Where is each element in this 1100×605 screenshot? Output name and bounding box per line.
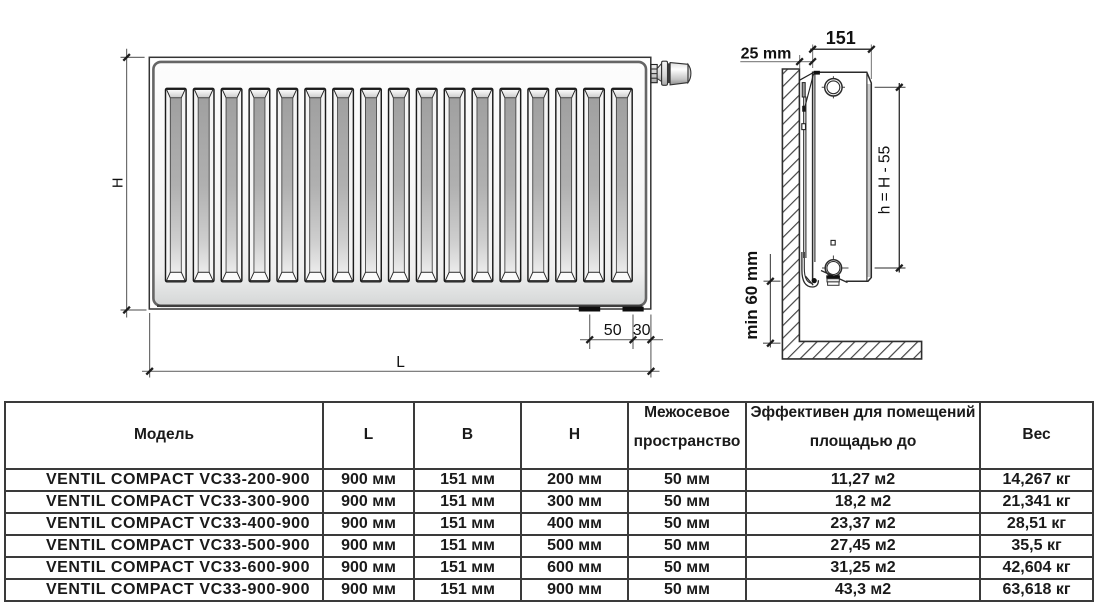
- svg-text:151: 151: [826, 28, 856, 48]
- svg-text:25 mm: 25 mm: [741, 46, 792, 63]
- svg-text:min 60 mm: min 60 mm: [742, 251, 761, 340]
- svg-text:30: 30: [633, 322, 651, 339]
- svg-text:50: 50: [604, 322, 622, 339]
- svg-text:L: L: [396, 354, 405, 371]
- svg-text:h = H - 55: h = H - 55: [877, 146, 894, 215]
- svg-text:H: H: [111, 178, 127, 188]
